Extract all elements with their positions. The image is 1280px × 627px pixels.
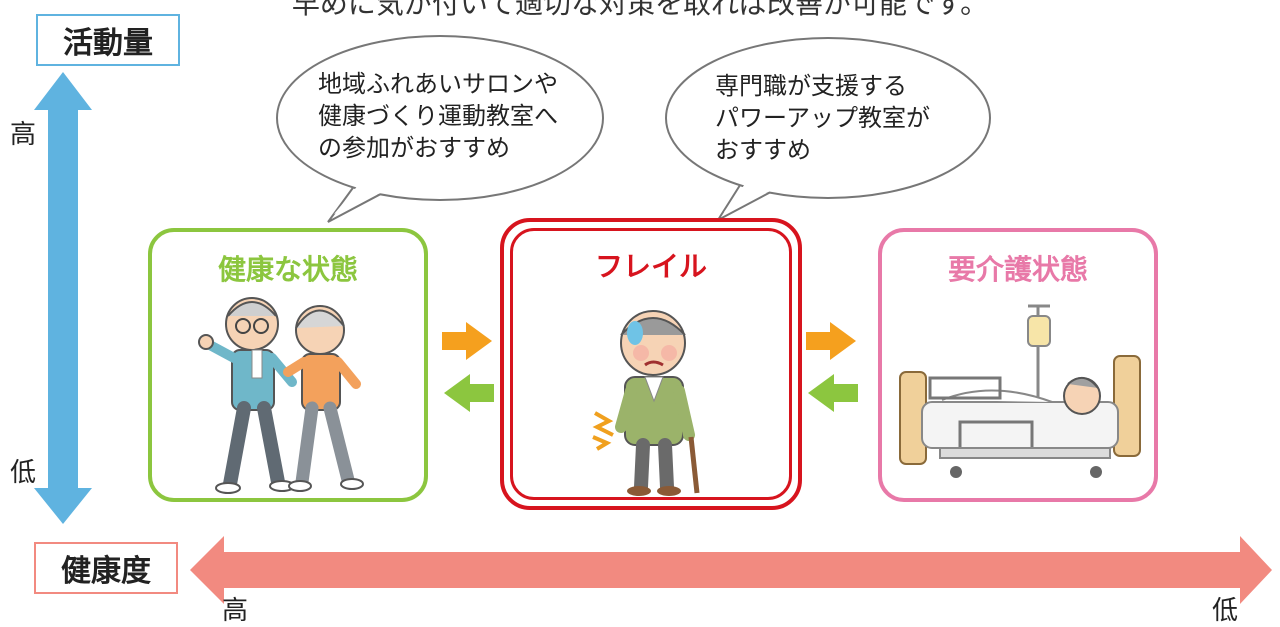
state-needs-care-title: 要介護状態 (947, 253, 1088, 286)
health-high-label: 高 (222, 596, 249, 626)
bubble-2-line: おすすめ (715, 136, 811, 164)
arrow-frail-to-care (806, 322, 856, 360)
frail-elder-illustration (592, 310, 700, 496)
state-frail-inner: フレイル (510, 228, 792, 500)
speech-bubble-2 (665, 37, 991, 223)
activity-high-label: 高 (10, 120, 37, 150)
state-frail: フレイル (500, 218, 802, 510)
arrow-healthy-to-frail (442, 322, 492, 360)
speech-bubble-1 (276, 35, 604, 223)
state-needs-care: 要介護状態 (878, 228, 1158, 502)
bubble-1-line: の参加がおすすめ (318, 134, 510, 162)
care-bed-illustration (899, 304, 1141, 478)
bubble-2-text: 専門職が支援する パワーアップ教室が おすすめ (715, 70, 930, 166)
activity-axis-arrow (34, 72, 92, 524)
activity-low-label: 低 (10, 458, 37, 488)
arrow-frail-to-healthy (444, 374, 494, 412)
health-low-label: 低 (1212, 596, 1239, 626)
bubble-1-line: 健康づくり運動教室へ (318, 102, 558, 130)
bubble-2-line: 専門職が支援する (715, 72, 907, 100)
top-caption: 早めに気が付いて適切な対策を取れば改善が可能です。 (291, 0, 989, 20)
activity-axis-label-text: 活動量 (63, 26, 153, 61)
bubble-1-line: 地域ふれあいサロンや (318, 70, 558, 98)
health-axis-arrow (190, 536, 1272, 604)
state-frail-title: フレイル (594, 250, 707, 283)
health-axis-label-text: 健康度 (61, 554, 151, 589)
walking-couple-illustration (198, 297, 364, 494)
activity-axis-label: 活動量 (36, 14, 180, 66)
arrow-care-to-frail (808, 374, 858, 412)
state-healthy-title: 健康な状態 (217, 253, 358, 286)
bubble-2-line: パワーアップ教室が (715, 104, 931, 132)
bubble-1-text: 地域ふれあいサロンや 健康づくり運動教室へ の参加がおすすめ (318, 68, 558, 164)
health-axis-label: 健康度 (34, 542, 178, 594)
state-healthy: 健康な状態 (148, 228, 428, 502)
